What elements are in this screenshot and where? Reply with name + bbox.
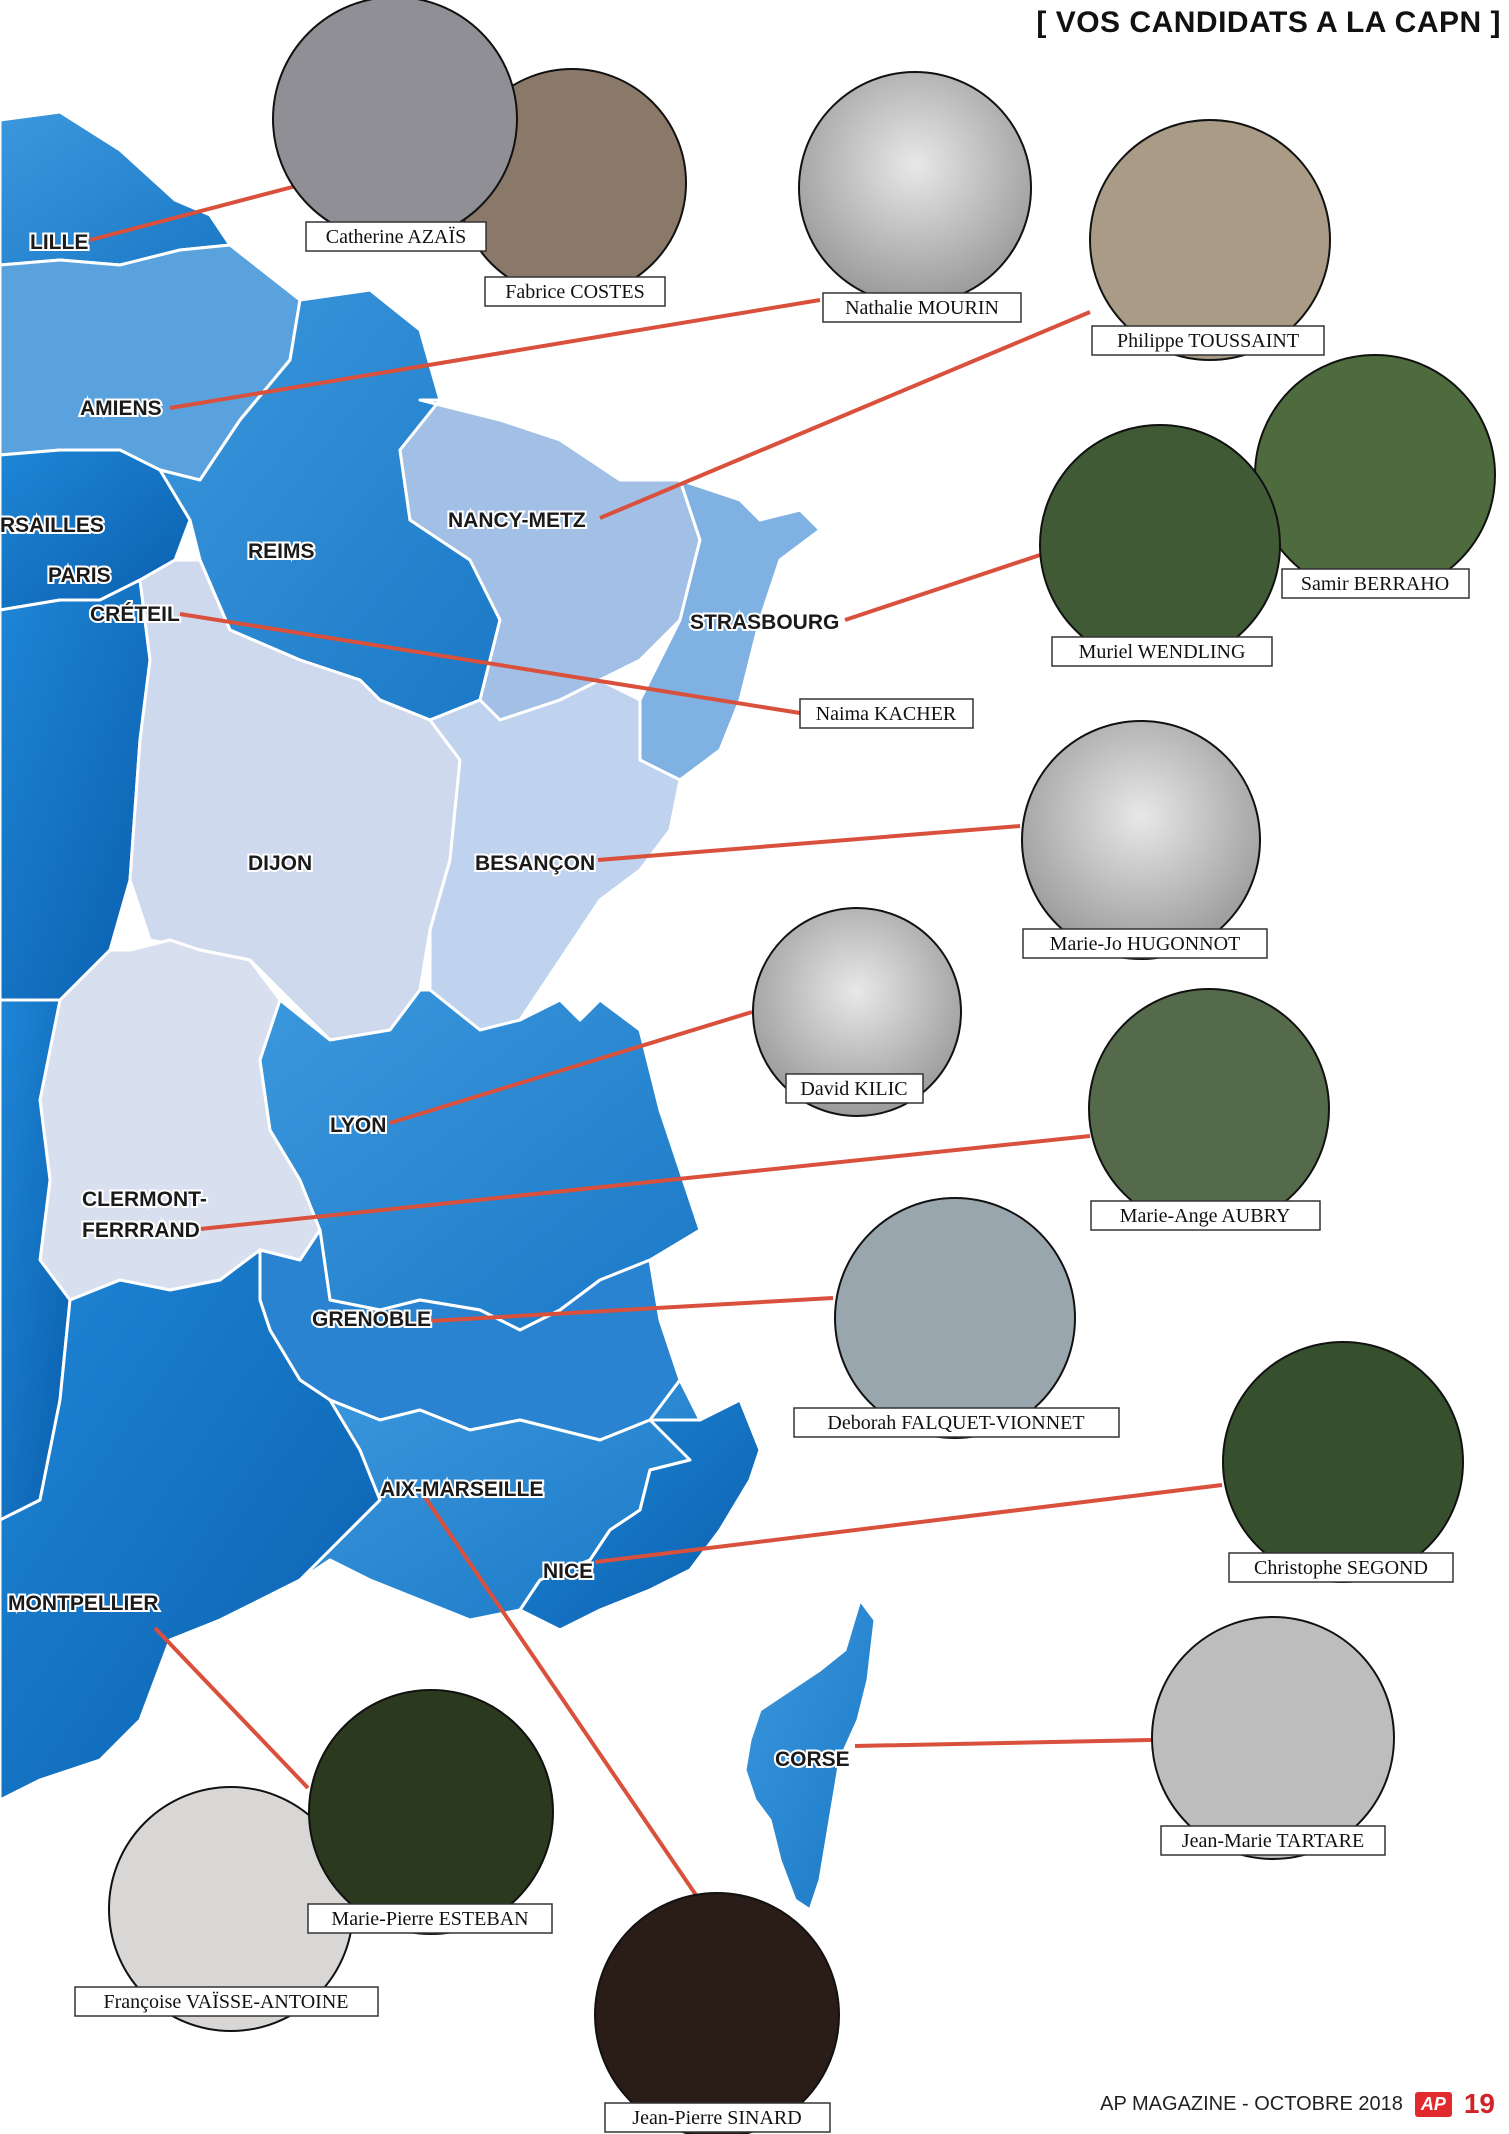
region-label-clermont-1: CLERMONT- [82, 1188, 207, 1211]
name-sinard: Jean-Pierre SINARD [632, 2107, 801, 2129]
region-dijon [128, 558, 462, 1042]
region-label-strasbourg: STRASBOURG [690, 611, 839, 634]
name-toussaint: Philippe TOUSSAINT [1117, 330, 1299, 352]
line-creteil [179, 612, 801, 715]
name-mourin: Nathalie MOURIN [845, 297, 999, 319]
candidate-portraits [108, 0, 1496, 2134]
portrait-segond [1222, 1341, 1464, 1583]
page-number: 19 [1463, 2088, 1495, 2119]
map-regions [0, 110, 877, 1912]
portrait-azais [272, 0, 518, 242]
region-label-corse: CORSE [775, 1748, 850, 1771]
line-corse [854, 1738, 1153, 1748]
name-hugonnot: Marie-Jo HUGONNOT [1050, 933, 1241, 955]
portrait-hugonnot [1021, 720, 1261, 960]
portrait-mourin [798, 71, 1032, 305]
region-label-amiens: AMIENS [80, 397, 162, 420]
line-nice [594, 1483, 1223, 1564]
name-esteban: Marie-Pierre ESTEBAN [331, 1908, 528, 1930]
candidate-labels: Fabrice COSTES Catherine AZAÏS Nathalie … [74, 221, 1470, 2133]
region-west-central [0, 578, 152, 1002]
region-corse [743, 1598, 877, 1912]
region-besancon [428, 678, 682, 1032]
region-label-nancy-metz: NANCY-METZ [448, 509, 586, 532]
line-amiens [169, 298, 821, 410]
line-clermont [199, 1134, 1091, 1231]
region-label-creteil: CRÉTEIL [90, 603, 180, 626]
ap-logo: AP [1414, 2091, 1452, 2117]
line-lyon [389, 1010, 753, 1125]
region-label-lyon: LYON [330, 1114, 386, 1137]
portrait-tartare [1151, 1616, 1395, 1860]
portrait-berraho [1254, 354, 1496, 596]
portrait-falquet [834, 1197, 1076, 1439]
portrait-aubry [1088, 988, 1330, 1230]
name-kilic: David KILIC [800, 1078, 907, 1100]
page-header-title: [ VOS CANDIDATS A LA CAPN ] [1036, 6, 1501, 39]
name-aubry: Marie-Ange AUBRY [1120, 1205, 1291, 1227]
region-label-aix-marseille: AIX-MARSEILLE [380, 1478, 543, 1501]
region-label-nice: NICE [543, 1560, 593, 1583]
name-wendling: Muriel WENDLING [1079, 641, 1246, 663]
region-labels: LILLE AMIENS RSAILLES PARIS CRÉTEIL REIM… [0, 229, 852, 1773]
line-montpellier [153, 1626, 310, 1790]
portrait-esteban [308, 1689, 554, 1935]
region-nice [518, 1398, 762, 1632]
region-label-paris: PARIS [48, 564, 111, 587]
name-vaisse: Françoise VAÏSSE-ANTOINE [104, 1990, 349, 2013]
line-grenoble [429, 1296, 834, 1323]
region-label-montpellier: MONTPELLIER [8, 1592, 159, 1615]
region-label-reims: REIMS [248, 540, 315, 563]
line-lille [89, 183, 301, 242]
line-nancy [599, 310, 1091, 520]
region-label-versailles: RSAILLES [0, 514, 104, 537]
region-strasbourg [638, 478, 822, 782]
portrait-sinard [594, 1892, 840, 2134]
name-tartare: Jean-Marie TARTARE [1182, 1830, 1364, 1852]
portrait-kilic [752, 907, 962, 1117]
name-segond: Christophe SEGOND [1254, 1557, 1428, 1579]
name-azais: Catherine AZAÏS [326, 225, 467, 248]
name-costes: Fabrice COSTES [505, 281, 644, 303]
connector-lines [89, 183, 1223, 1900]
portrait-toussaint [1089, 119, 1331, 361]
region-label-grenoble: GRENOBLE [312, 1308, 431, 1331]
name-kacher: Naima KACHER [816, 703, 957, 725]
footer-magazine: AP MAGAZINE - OCTOBRE 2018 [1100, 2092, 1403, 2115]
region-label-besancon: BESANÇON [475, 852, 595, 875]
region-label-clermont-2: FERRRAND [82, 1219, 200, 1242]
region-label-lille: LILLE [30, 231, 88, 254]
region-label-dijon: DIJON [248, 852, 312, 875]
portrait-wendling [1039, 424, 1281, 666]
line-strasbourg [844, 553, 1041, 622]
line-besancon [597, 824, 1021, 862]
name-falquet: Deborah FALQUET-VIONNET [827, 1412, 1084, 1434]
line-aix [418, 1488, 700, 1900]
name-berraho: Samir BERRAHO [1301, 573, 1449, 595]
page-footer: AP MAGAZINE - OCTOBRE 2018 AP 19 [1100, 2088, 1495, 2120]
